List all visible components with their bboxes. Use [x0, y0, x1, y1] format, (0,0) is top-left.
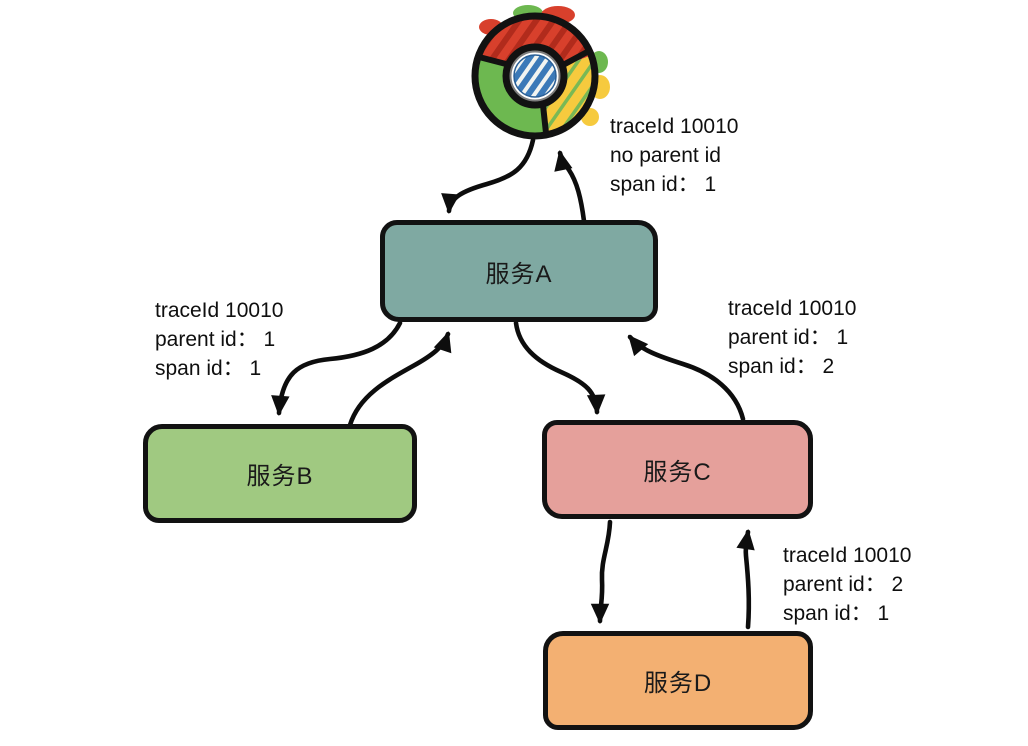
service-b-label: 服务B [246, 463, 314, 490]
annotation-line: span id： 1 [610, 173, 717, 196]
annotation-line: span id： 1 [155, 357, 262, 380]
annotation-line: traceId 10010 [155, 299, 284, 322]
annotation-line: span id： 2 [728, 355, 835, 378]
annotation-line: parent id： 1 [155, 328, 276, 351]
chrome-icon [471, 5, 610, 140]
arrow-service-a-to-service-c [513, 320, 606, 415]
arrow-service-a-to-service-b [271, 320, 403, 416]
annotation-line: traceId 10010 [610, 115, 739, 138]
trace-annotation-service-c: traceId 10010 parent id： 1 span id： 2 [728, 294, 856, 381]
trace-annotation-service-d: traceId 10010 parent id： 2 span id： 1 [783, 541, 911, 628]
service-a-node: 服务A [380, 220, 658, 322]
arrow-service-b-to-service-a [347, 331, 452, 428]
annotation-line: traceId 10010 [783, 544, 912, 567]
arrow-client-to-service-a [441, 137, 536, 214]
annotation-line: no parent id [610, 144, 721, 167]
annotation-line: parent id： 2 [783, 573, 904, 596]
service-c-node: 服务C [542, 420, 813, 519]
annotation-line: parent id： 1 [728, 326, 849, 349]
service-c-label: 服务C [643, 459, 712, 486]
service-d-node: 服务D [543, 631, 813, 730]
arrow-service-a-to-client [554, 150, 587, 224]
annotation-line: traceId 10010 [728, 297, 857, 320]
arrow-service-c-to-service-a [627, 334, 746, 422]
arrow-service-d-to-service-c [736, 529, 755, 630]
trace-annotation-client: traceId 10010 no parent id span id： 1 [610, 112, 738, 199]
service-d-label: 服务D [643, 670, 713, 697]
trace-annotation-service-b: traceId 10010 parent id： 1 span id： 1 [155, 296, 283, 383]
annotation-line: span id： 1 [783, 602, 890, 625]
service-b-node: 服务B [143, 424, 417, 523]
arrow-service-c-to-service-d [590, 519, 613, 624]
service-a-label: 服务A [485, 260, 553, 288]
